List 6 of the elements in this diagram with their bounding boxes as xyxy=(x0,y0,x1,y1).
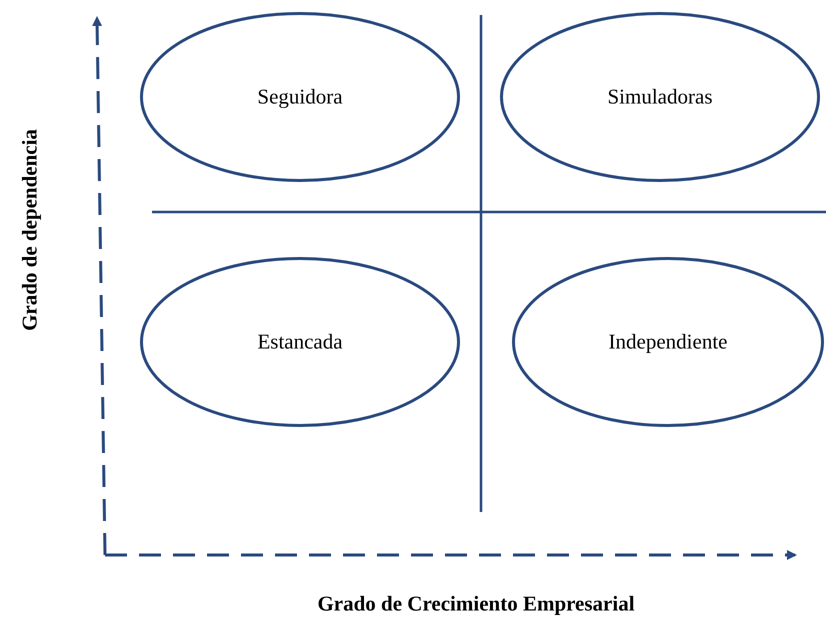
quadrant-label: Seguidora xyxy=(257,84,343,110)
y-axis-title: Grado de dependencia xyxy=(18,129,42,331)
quadrant-label: Independiente xyxy=(608,330,728,354)
quadrant-label: Estancada xyxy=(257,330,343,354)
x-axis-title: Grado de Crecimiento Empresarial xyxy=(317,592,635,616)
quadrant-label: Simuladoras xyxy=(608,84,712,110)
